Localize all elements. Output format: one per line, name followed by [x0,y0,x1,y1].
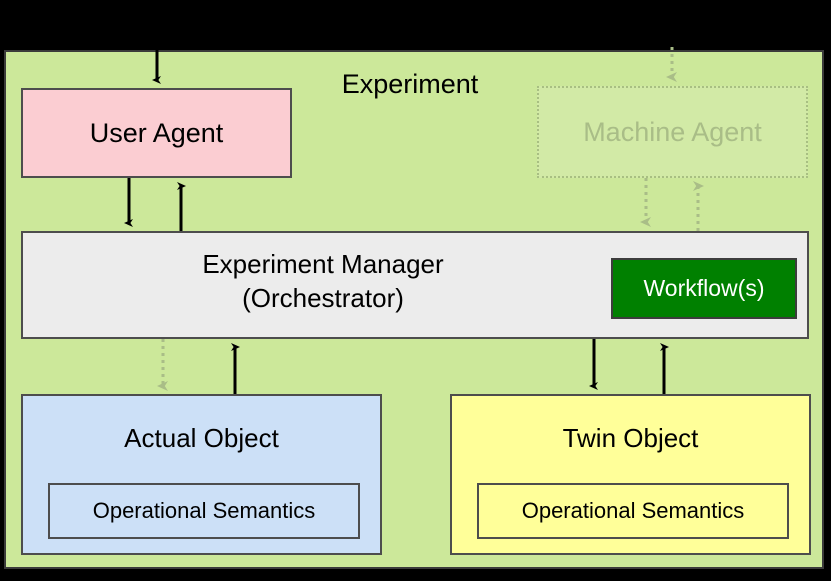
node-user-agent-label: User Agent [89,117,224,148]
node-twin-object[interactable]: Twin Object Operational Semantics [450,394,811,555]
node-twin-object-title: Twin Object [562,423,699,453]
node-machine-agent-label: Machine Agent [583,116,762,147]
node-actual-object[interactable]: Actual Object Operational Semantics [21,394,382,555]
node-workflows-label: Workflow(s) [643,275,765,301]
node-actual-object-semantics[interactable]: Operational Semantics [48,483,360,539]
node-actual-object-semantics-label: Operational Semantics [92,498,316,523]
page-title: Experiment [341,68,479,99]
node-workflows[interactable]: Workflow(s) [611,258,797,319]
manager-title-line2: (Orchestrator) [242,283,404,313]
node-experiment-manager[interactable]: Experiment Manager (Orchestrator) Workfl… [21,231,809,339]
node-twin-object-semantics[interactable]: Operational Semantics [477,483,789,539]
node-user-agent[interactable]: User Agent [21,88,292,178]
node-twin-object-semantics-label: Operational Semantics [521,498,745,523]
node-experiment-manager-label: Experiment Manager (Orchestrator) [23,247,623,315]
manager-title-line1: Experiment Manager [202,249,444,279]
node-machine-agent[interactable]: Machine Agent [537,86,808,178]
node-actual-object-title: Actual Object [124,423,279,453]
